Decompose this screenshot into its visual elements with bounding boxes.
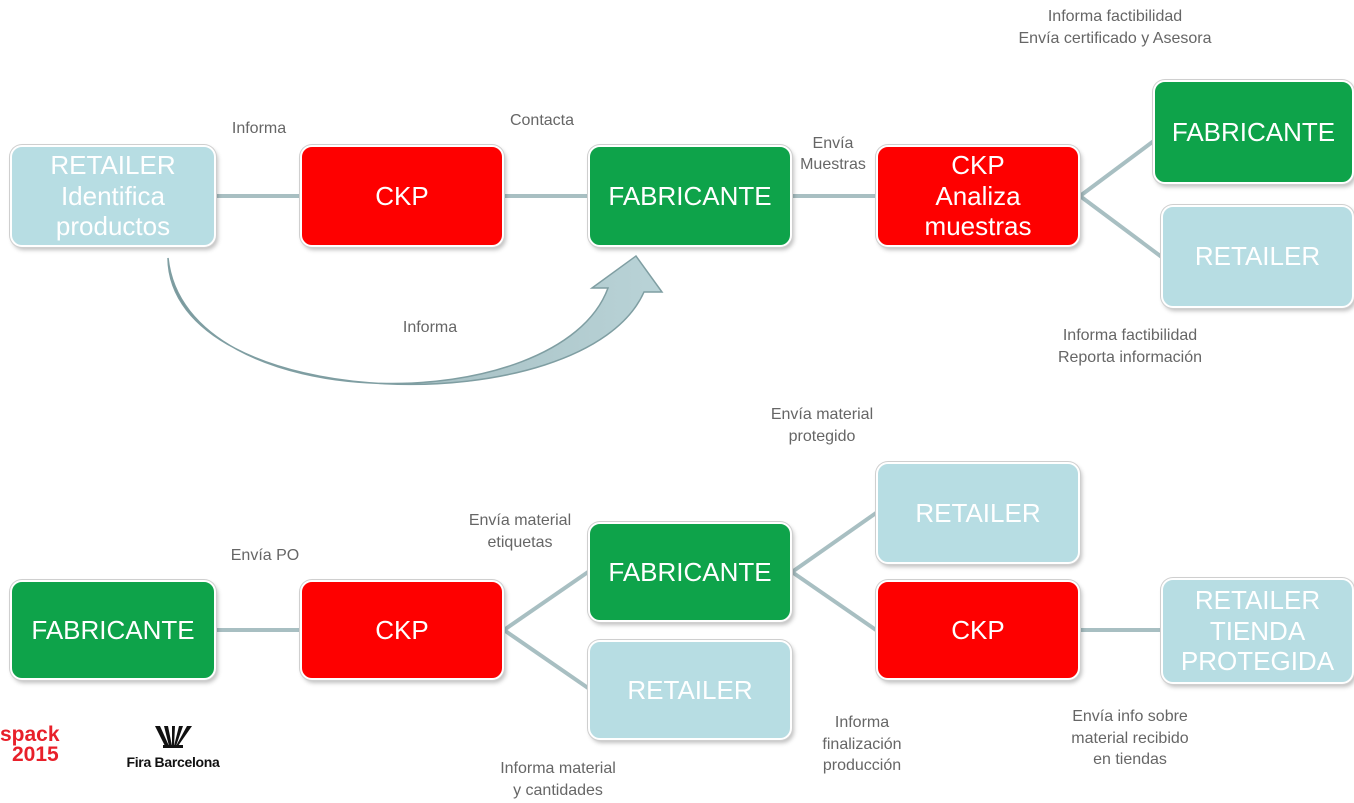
label-informa-finalizacion: Informa finalización producción (822, 714, 902, 775)
label-envia-material-protegido: Envía material protegido (770, 406, 874, 445)
retailer-tienda-protegida-node: RETAILER TIENDA PROTEGIDA (1161, 578, 1354, 684)
fabricante-source-node: FABRICANTE (10, 580, 216, 680)
label-envia-material-etiquetas: Envía material etiquetas (468, 512, 572, 551)
ckp-node-2: CKP (300, 580, 504, 680)
label-informa: Informa (231, 120, 287, 137)
label-envia-info-tiendas: Envía info sobre material recibido en ti… (1071, 708, 1189, 769)
retailer-node-b1: RETAILER (588, 640, 792, 740)
ckp-node-3: CKP (876, 580, 1080, 680)
fabricante-node-1: FABRICANTE (588, 145, 792, 247)
label-informa-material-cantidades: Informa material y cantidades (500, 760, 616, 799)
retailer-node-b2: RETAILER (876, 462, 1080, 564)
link-ckp-fabricante-out (1078, 138, 1157, 198)
retailer-output-node: RETAILER (1161, 205, 1354, 308)
link-ckp-retailer-out (1078, 194, 1165, 260)
fabricante-output-node: FABRICANTE (1153, 80, 1354, 184)
label-envia-po: Envía PO (230, 547, 300, 564)
ckp-node-1: CKP (300, 145, 504, 247)
ckp-analiza-node: CKP Analiza muestras (876, 145, 1080, 247)
label-envia-muestras: Envía Muestras (800, 135, 866, 173)
link-ckp2-retailer (502, 628, 590, 690)
link-ckp2-fabricante2 (502, 570, 590, 632)
link-fabricante2-ckp3 (790, 570, 878, 632)
informa-curved-arrow (167, 254, 664, 385)
fira-barcelona-logo: Fira Barcelona (113, 726, 233, 770)
label-contacta: Contacta (509, 112, 575, 129)
label-informa-arc: Informa (402, 319, 458, 336)
hispack-year: 2015 (12, 742, 59, 766)
fabricante-node-2: FABRICANTE (588, 522, 792, 622)
retailer-identifica-node: RETAILER Identifica productos (10, 145, 216, 247)
label-factibilidad-asesora: Informa factibilidad Envía certificado y… (1018, 8, 1212, 47)
fira-barcelona-emblem-icon (155, 726, 192, 748)
hispack-wordmark: spack (0, 723, 60, 746)
link-fabricante2-retailer (790, 511, 878, 574)
hispack-logo: spack 2015 (0, 723, 60, 766)
label-factibilidad-reporta: Informa factibilidad Reporta información (1057, 327, 1203, 366)
